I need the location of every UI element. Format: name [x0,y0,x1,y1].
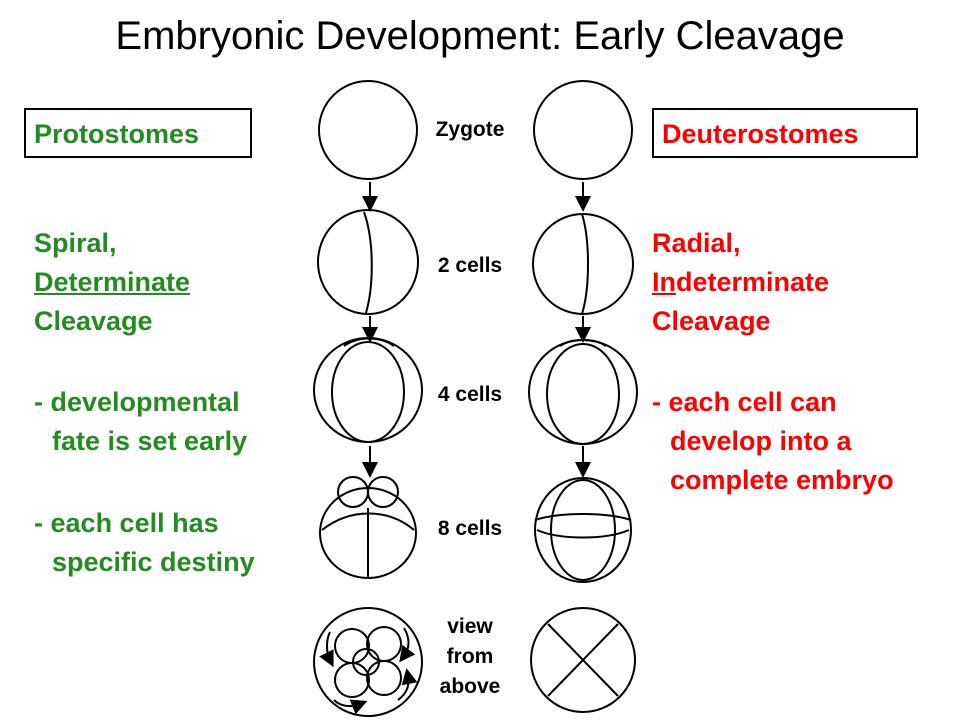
protostome-bullet-2-line1: each cell has [50,508,219,538]
deuterostome-cleavage-line2-prefix: In [652,267,676,297]
stage-label-view-from-above: view from above [400,612,540,702]
deut-2-cell [532,213,634,315]
stage-label-4-cells: 4 cells [437,383,503,406]
protostome-cleavage-line1: Spiral, [34,228,117,258]
protostomes-heading-box: Protostomes [24,108,252,158]
deut-8-cell [534,477,632,583]
deuterostomes-heading-box: Deuterostomes [652,108,918,158]
protostome-bullet-1-line2: fate is set early [52,426,248,456]
deuterostome-cleavage-line1: Radial, [652,228,741,258]
protostome-cleavage-line2: Determinate [34,267,191,297]
protostome-cleavage-type: Spiral, Determinate Cleavage [34,224,190,341]
stage-label-8-cells: 8 cells [437,517,503,540]
deuterostome-bullet-1: - each cell can develop into a complete … [652,383,894,500]
protostomes-heading: Protostomes [34,119,200,149]
protostome-bullet-2-dash: - [34,508,43,538]
proto-view-from-above [313,607,423,717]
deuterostome-bullet-1-line3: complete embryo [670,465,894,495]
deuterostome-cleavage-line3: Cleavage [652,306,771,336]
protostome-bullet-1-line1: developmental [50,387,240,417]
protostome-bullet-2: - each cell has specific destiny [34,504,255,582]
stage-label-zygote: Zygote [435,118,505,141]
protostome-bullet-2-line2: specific destiny [52,547,255,577]
view-line1: view [447,615,493,638]
stage-label-2-cells: 2 cells [437,254,503,277]
view-line3: above [439,675,501,698]
deuterostome-bullet-1-dash: - [652,387,661,417]
deuterostome-bullet-1-line2: develop into a [670,426,852,456]
deuterostome-bullet-1-line1: each cell can [668,387,837,417]
protostome-cleavage-line3: Cleavage [34,306,153,336]
proto-2-cell [317,209,419,315]
proto-zygote [318,80,418,180]
deuterostomes-heading: Deuterostomes [662,119,859,149]
protostome-bullet-1-dash: - [34,387,43,417]
deut-zygote [533,80,633,180]
proto-4-cell [313,337,423,443]
proto-8-cell [319,476,417,579]
view-line2: from [446,645,494,668]
deuterostome-cleavage-line2: Indeterminate [652,263,829,302]
protostome-bullet-1: - developmental fate is set early [34,383,247,461]
deuterostome-cleavage-type: Radial, Indeterminate Cleavage [652,224,829,341]
deut-view-from-above [530,607,636,713]
deuterostome-cleavage-line2-rest: determinate [676,267,830,297]
deut-4-cell [528,339,638,445]
page-title: Embryonic Development: Early Cleavage [115,14,845,58]
